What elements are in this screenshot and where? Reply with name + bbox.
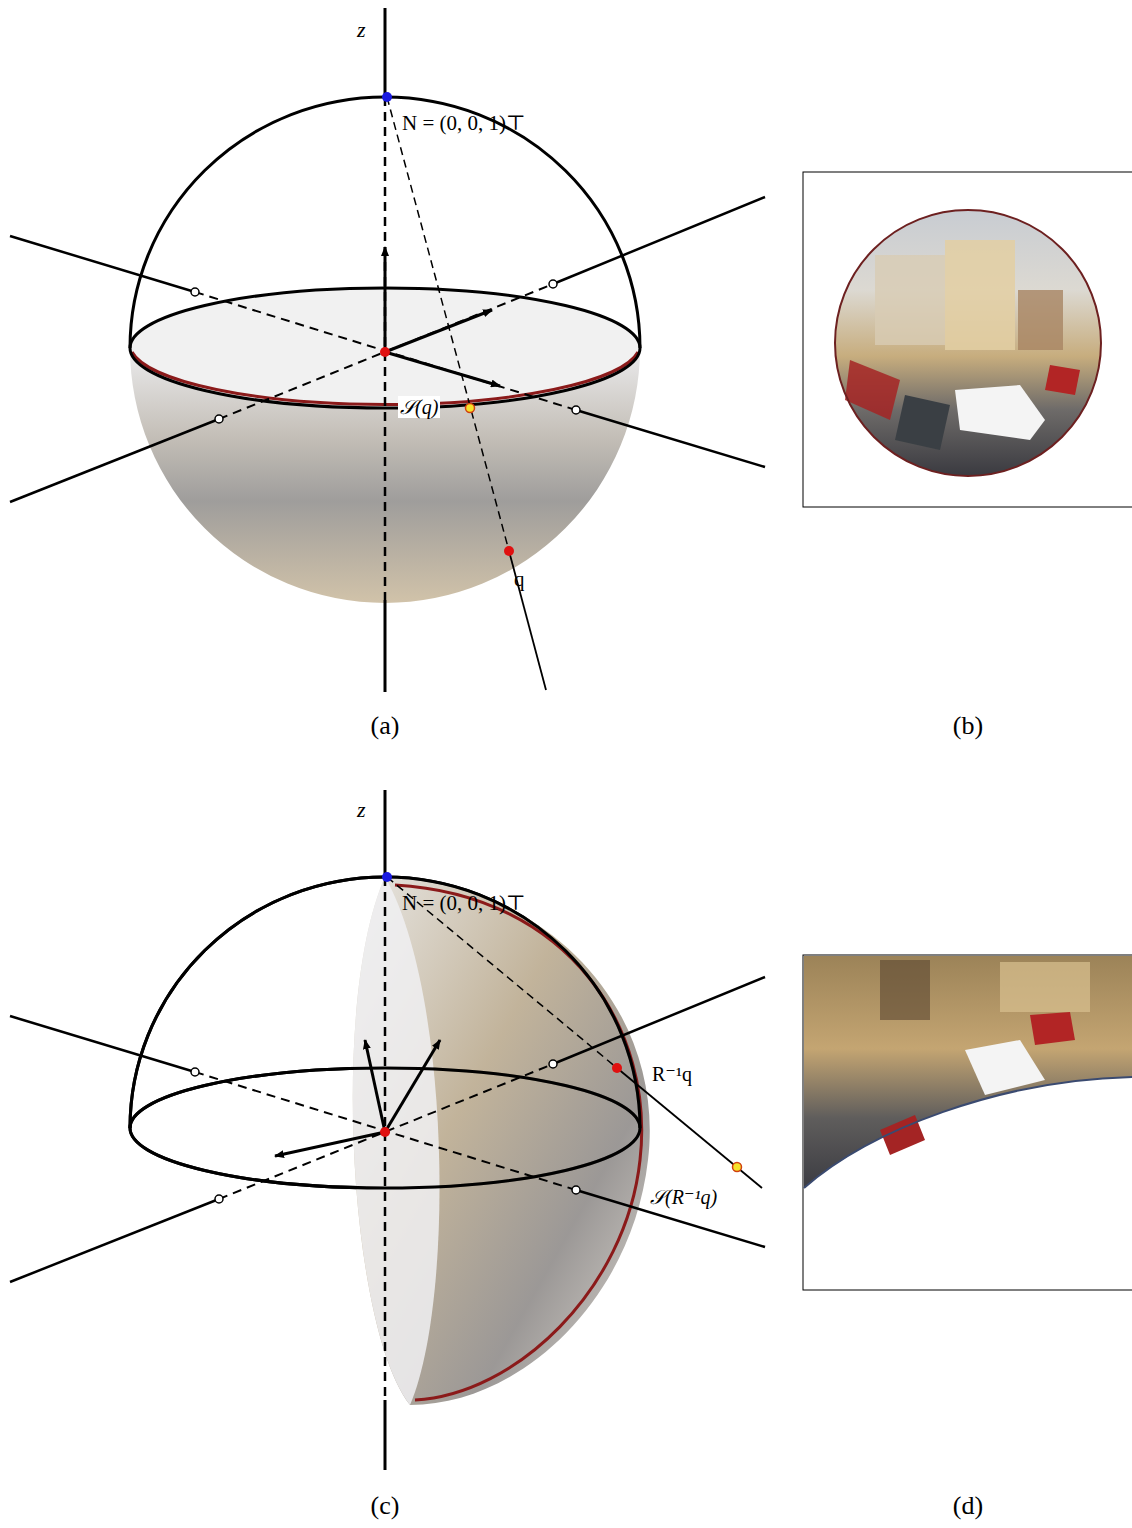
point-label: q xyxy=(514,568,525,591)
panel-a xyxy=(10,8,765,692)
point-label: R⁻¹q xyxy=(650,1063,694,1085)
panel-label: (a) xyxy=(371,712,400,741)
point-label: 𝒮(q) xyxy=(398,396,440,418)
panel-d xyxy=(803,955,1132,1290)
point-label: N = (0, 0, 1)⊤ xyxy=(402,892,526,915)
panel-label: (d) xyxy=(953,1492,983,1521)
panel-c xyxy=(10,790,765,1470)
panel-label: (b) xyxy=(953,712,983,741)
axis-label: z xyxy=(357,798,366,822)
point-label: 𝒮(R⁻¹q) xyxy=(648,1186,719,1208)
axis-label: z xyxy=(357,18,366,42)
point-label: N = (0, 0, 1)⊤ xyxy=(402,112,526,135)
panel-label: (c) xyxy=(371,1492,400,1521)
panel-b xyxy=(803,172,1132,507)
